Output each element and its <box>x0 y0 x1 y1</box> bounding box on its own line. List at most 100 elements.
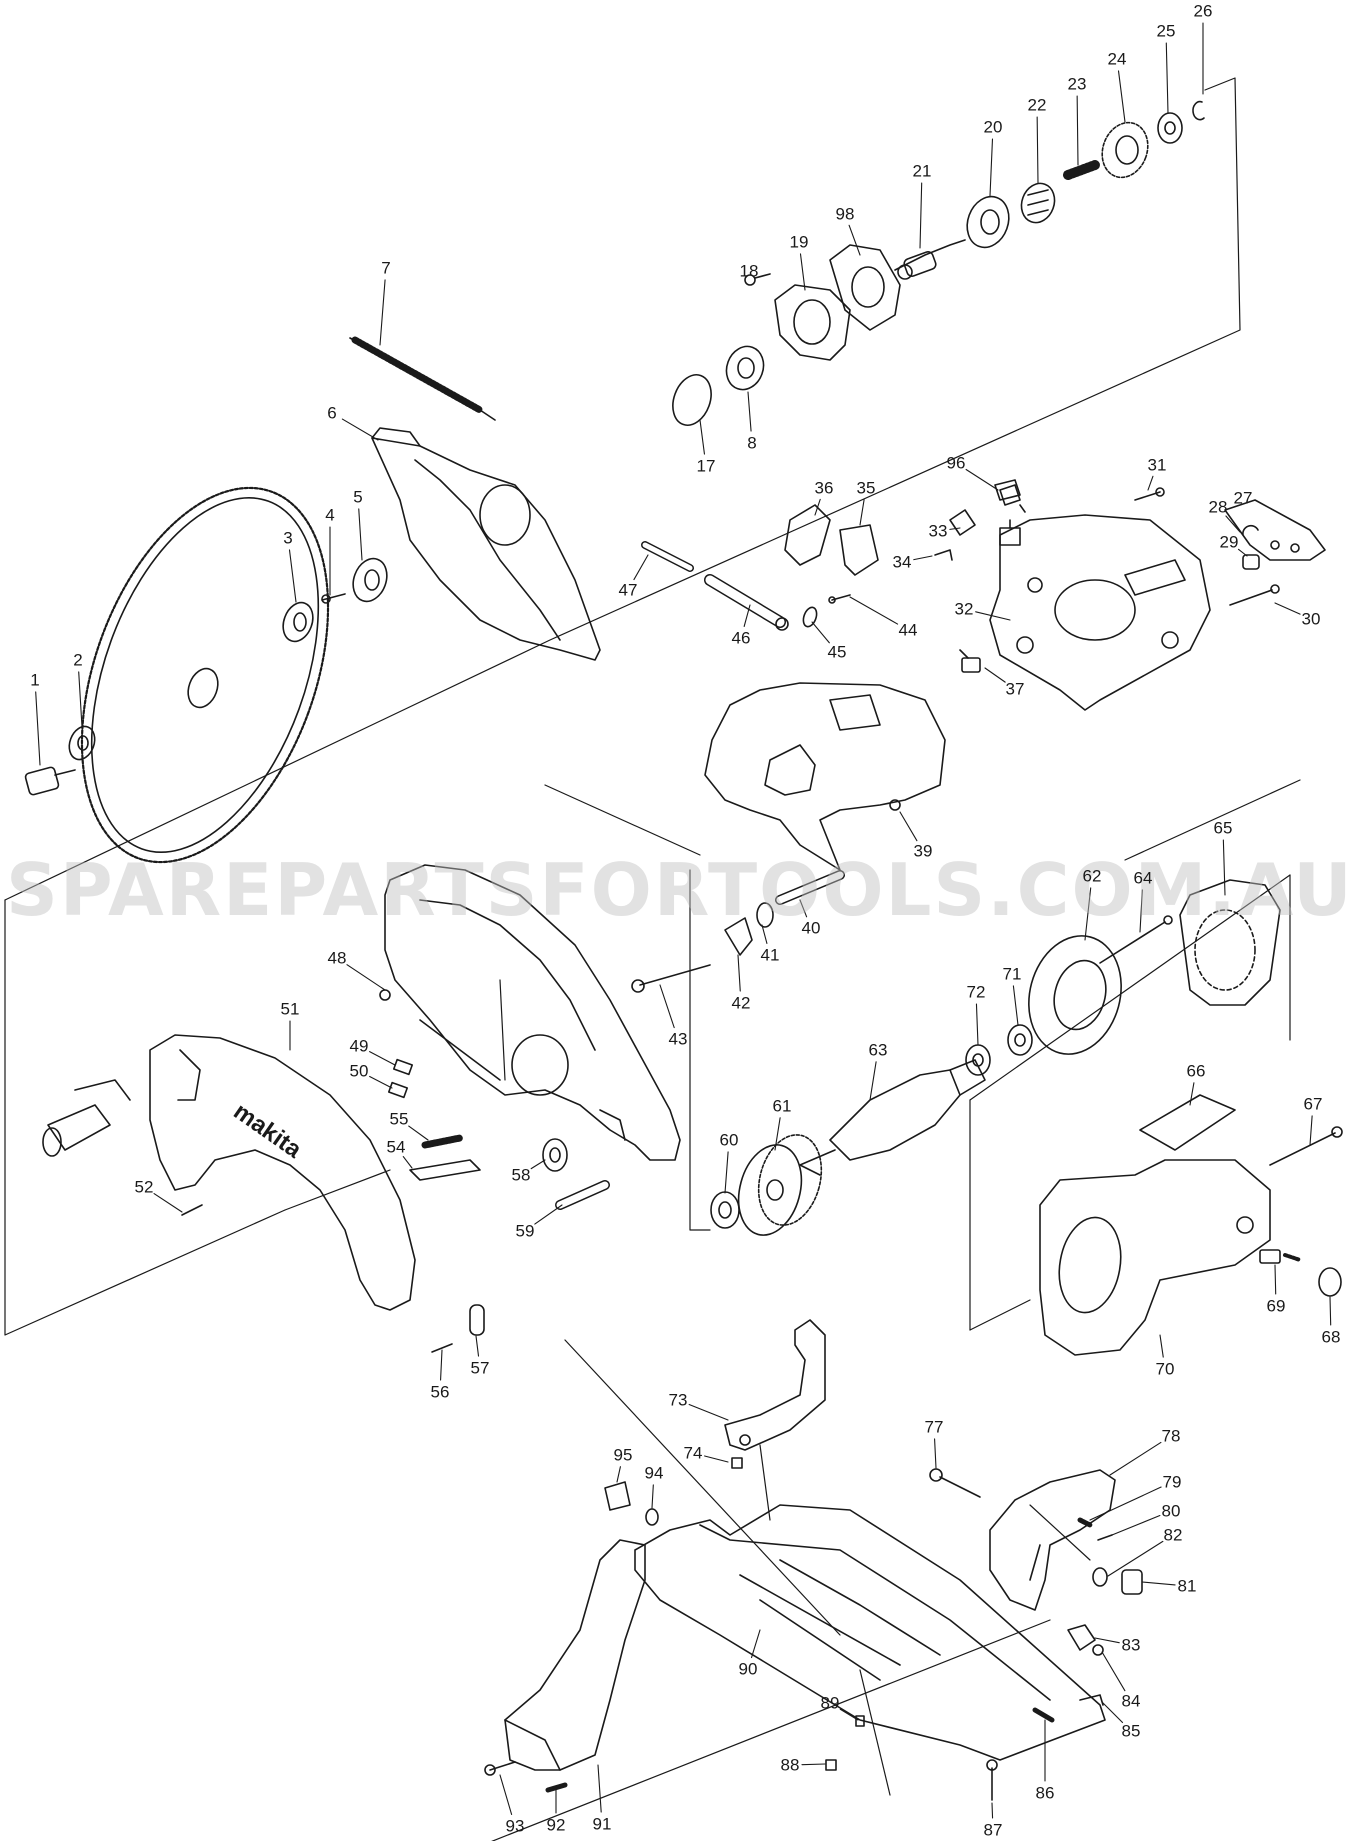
leader-46 <box>743 604 751 627</box>
gasket-icon <box>829 244 901 331</box>
leader-30 <box>1274 602 1301 615</box>
clutch-gear-icon <box>1101 121 1149 179</box>
part-label-89: 89 <box>820 1693 840 1713</box>
bolt-93-icon <box>484 1761 516 1776</box>
part-label-36: 36 <box>814 478 834 498</box>
leader-20 <box>989 138 994 197</box>
leader-73 <box>688 1403 729 1421</box>
leader-52 <box>153 1193 183 1213</box>
clip-57-icon <box>469 1304 485 1336</box>
part-label-54: 54 <box>386 1137 406 1157</box>
leader-54 <box>402 1155 413 1169</box>
leader-61 <box>774 1117 781 1151</box>
helical-gear-icon <box>737 1134 823 1236</box>
pin-59-icon <box>555 1180 610 1210</box>
part-label-94: 94 <box>644 1463 664 1483</box>
pin-86-icon <box>1032 1707 1055 1723</box>
spring-79-icon <box>1077 1517 1093 1528</box>
brush-holder-icon <box>934 509 976 561</box>
part-label-78: 78 <box>1161 1426 1181 1446</box>
part-label-19: 19 <box>789 232 809 252</box>
part-label-87: 87 <box>983 1820 1003 1840</box>
part-label-5: 5 <box>353 487 363 507</box>
blade-bolt-icon <box>24 766 76 796</box>
part-label-47: 47 <box>618 580 638 600</box>
retaining-ring-icon <box>1192 100 1205 121</box>
leader-88 <box>801 1763 826 1766</box>
leader-95 <box>616 1466 621 1483</box>
part-label-71: 71 <box>1002 964 1022 984</box>
base-plate-icon <box>634 1504 1106 1761</box>
part-label-28: 28 <box>1208 497 1228 517</box>
part-label-49: 49 <box>349 1036 369 1056</box>
part-label-33: 33 <box>928 521 948 541</box>
leader-8 <box>747 391 752 432</box>
handle-icon <box>989 1469 1116 1611</box>
leader-62 <box>1084 887 1092 941</box>
part-label-66: 66 <box>1186 1061 1206 1081</box>
spindle-icon <box>894 239 966 280</box>
leader-91 <box>597 1764 602 1813</box>
part-label-22: 22 <box>1027 95 1047 115</box>
screw-31-icon <box>1134 487 1165 501</box>
leader-77 <box>934 1438 937 1469</box>
leader-89 <box>839 1708 859 1721</box>
leader-48 <box>346 964 386 991</box>
part-label-39: 39 <box>913 841 933 861</box>
leader-34 <box>913 555 933 561</box>
leader-19 <box>799 253 806 291</box>
part-label-29: 29 <box>1219 532 1239 552</box>
part-label-90: 90 <box>738 1659 758 1679</box>
part-label-85: 85 <box>1121 1721 1141 1741</box>
leader-59 <box>534 1204 563 1225</box>
label-icon <box>1139 1094 1236 1151</box>
washer-82-icon <box>1092 1567 1108 1587</box>
switch-icon <box>999 519 1021 546</box>
part-label-51: 51 <box>280 999 300 1019</box>
part-label-88: 88 <box>780 1755 800 1775</box>
lever-icon <box>1224 499 1326 561</box>
part-label-34: 34 <box>892 552 912 572</box>
leader-64 <box>1139 889 1143 933</box>
part-label-6: 6 <box>327 403 337 423</box>
switch-block-icon <box>784 504 879 576</box>
part-label-50: 50 <box>349 1061 369 1081</box>
plate-icon <box>724 917 753 956</box>
leader-85 <box>1101 1701 1124 1724</box>
bearing-72-icon <box>965 1044 991 1076</box>
part-label-91: 91 <box>592 1814 612 1834</box>
part-label-93: 93 <box>505 1816 525 1836</box>
leader-81 <box>1141 1581 1176 1586</box>
leader-94 <box>651 1484 654 1509</box>
lock-button-icon <box>1121 1569 1143 1595</box>
part-label-98: 98 <box>835 204 855 224</box>
leader-56 <box>440 1349 443 1381</box>
part-label-1: 1 <box>30 670 40 690</box>
leader-6 <box>341 418 379 441</box>
leader-50 <box>369 1075 393 1089</box>
leader-69 <box>1274 1264 1277 1295</box>
part-label-63: 63 <box>868 1040 888 1060</box>
part-label-58: 58 <box>511 1165 531 1185</box>
leader-24 <box>1117 70 1126 123</box>
part-label-17: 17 <box>696 456 716 476</box>
part-label-45: 45 <box>827 642 847 662</box>
leader-79 <box>1089 1486 1162 1521</box>
leader-57 <box>475 1335 480 1357</box>
part-label-31: 31 <box>1147 455 1167 475</box>
pin-icon <box>1242 554 1260 570</box>
screw-84-icon <box>1092 1644 1104 1656</box>
brush-icon <box>1259 1249 1302 1264</box>
part-label-68: 68 <box>1321 1327 1341 1347</box>
leader-1 <box>35 691 41 766</box>
inner-flange-icon <box>282 601 314 643</box>
leader-32 <box>975 611 1011 621</box>
spring-small-icon <box>1020 182 1056 224</box>
leader-65 <box>1222 839 1226 896</box>
part-label-21: 21 <box>912 161 932 181</box>
leader-2 <box>78 671 83 728</box>
screw-52-icon <box>181 1204 203 1216</box>
bearing-icon <box>725 345 765 391</box>
